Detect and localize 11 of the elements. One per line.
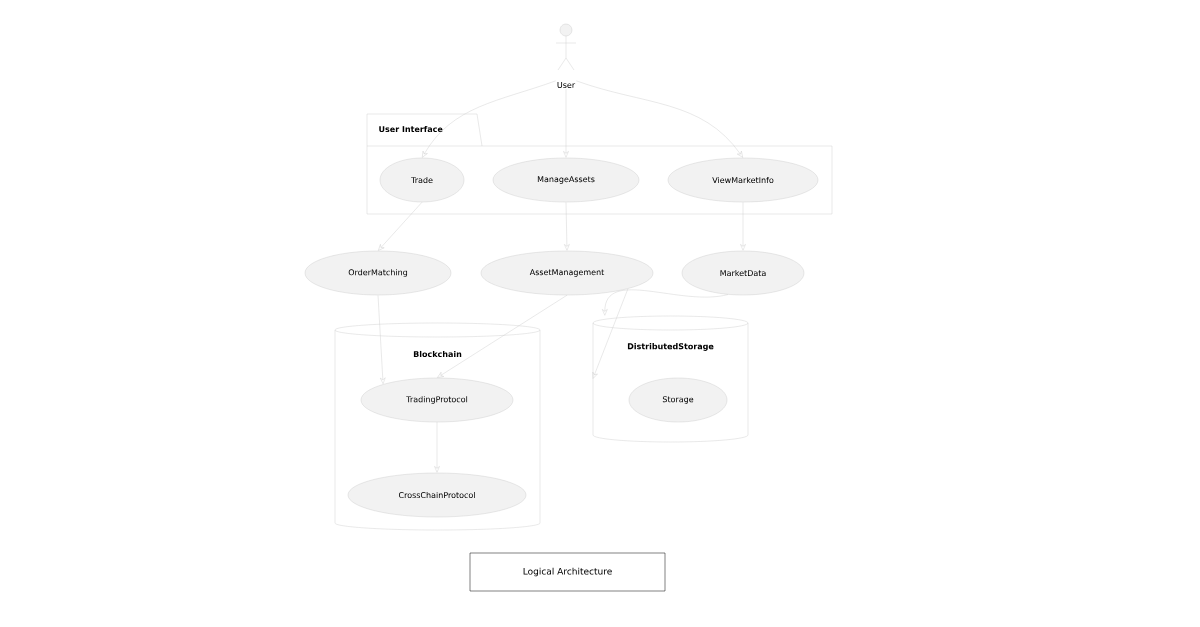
arrow bbox=[602, 289, 729, 316]
arrow bbox=[592, 288, 629, 379]
node-label: User Interface bbox=[379, 125, 443, 133]
caption-box: Logical Architecture bbox=[469, 552, 666, 592]
arrow bbox=[576, 80, 743, 158]
arrow bbox=[378, 202, 423, 251]
arrow bbox=[437, 295, 568, 378]
arrow bbox=[564, 202, 570, 251]
arrow bbox=[377, 295, 386, 384]
actor-label: User bbox=[557, 82, 576, 88]
arrow bbox=[422, 80, 556, 158]
